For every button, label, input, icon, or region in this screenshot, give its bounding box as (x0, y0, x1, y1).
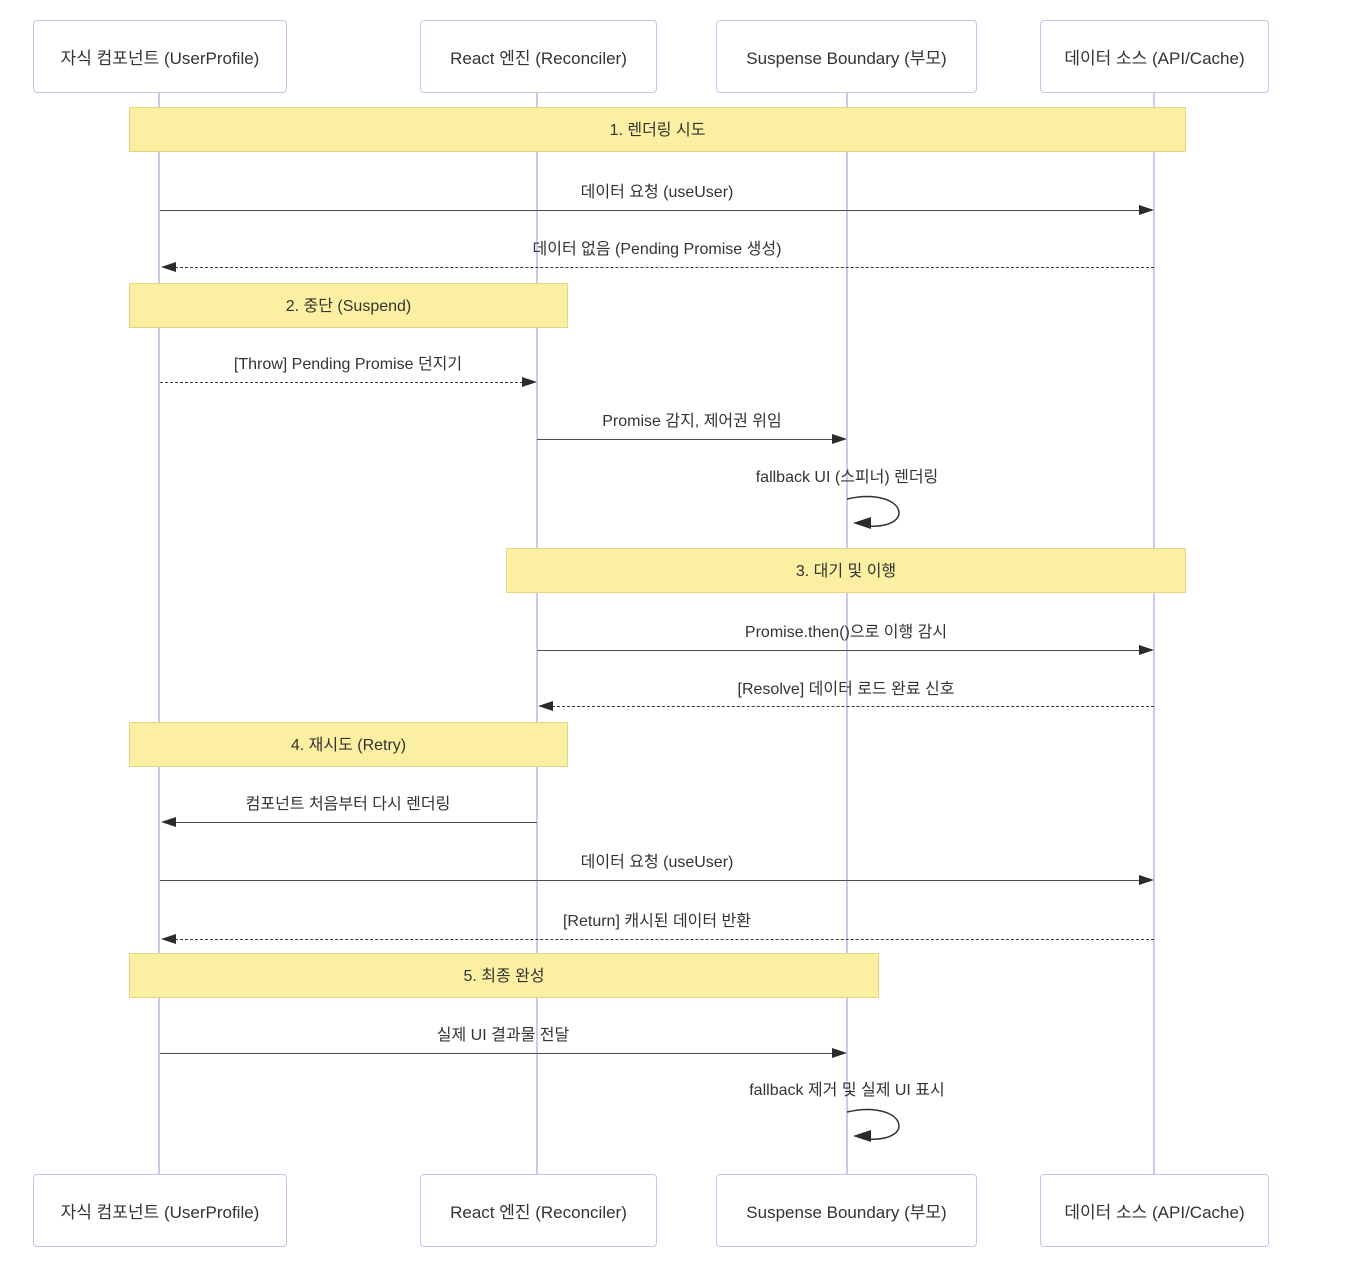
actor-label: React 엔진 (Reconciler) (450, 49, 627, 68)
arrowhead-left-icon (538, 701, 553, 711)
self-loop-icon (846, 495, 900, 529)
message-line (160, 210, 1140, 211)
actor-box-datasource-top: 데이터 소스 (API/Cache) (1040, 20, 1269, 93)
arrowhead-right-icon (832, 434, 847, 444)
message-line (160, 1053, 833, 1054)
arrowhead-right-icon (1139, 205, 1154, 215)
message-line (552, 706, 1154, 707)
actor-label: 데이터 소스 (API/Cache) (1064, 49, 1245, 68)
lifeline-suspense (846, 93, 848, 1174)
section-note-2: 2. 중단 (Suspend) (129, 283, 568, 328)
actor-label: 자식 컴포넌트 (UserProfile) (60, 1203, 260, 1222)
message-label: [Resolve] 데이터 로드 완료 신호 (737, 681, 955, 698)
arrowhead-right-icon (1139, 645, 1154, 655)
actor-box-react-top: React 엔진 (Reconciler) (420, 20, 657, 93)
actor-label: 자식 컴포넌트 (UserProfile) (60, 49, 260, 68)
arrowhead-right-icon (1139, 875, 1154, 885)
message-label: 데이터 요청 (useUser) (580, 184, 734, 201)
section-note-4: 4. 재시도 (Retry) (129, 722, 568, 767)
message-label: Promise 감지, 제어권 위임 (602, 413, 782, 430)
lifeline-child (158, 93, 160, 1174)
message-label: fallback UI (스피너) 렌더링 (755, 469, 939, 486)
message-line (175, 939, 1154, 940)
lifeline-datasource (1153, 93, 1155, 1174)
section-label: 4. 재시도 (Retry) (290, 737, 407, 754)
message-label: 데이터 요청 (useUser) (580, 854, 734, 871)
actor-label: Suspense Boundary (부모) (746, 1203, 947, 1222)
section-label: 2. 중단 (Suspend) (285, 298, 412, 315)
arrowhead-right-icon (832, 1048, 847, 1058)
actor-box-suspense-bottom: Suspense Boundary (부모) (716, 1174, 977, 1247)
message-line (175, 267, 1154, 268)
message-line (537, 650, 1140, 651)
section-label: 1. 렌더링 시도 (609, 122, 706, 139)
actor-box-react-bottom: React 엔진 (Reconciler) (420, 1174, 657, 1247)
message-line (160, 382, 523, 383)
section-note-5: 5. 최종 완성 (129, 953, 879, 998)
actor-box-datasource-bottom: 데이터 소스 (API/Cache) (1040, 1174, 1269, 1247)
message-label: 컴포넌트 처음부터 다시 렌더링 (245, 796, 451, 813)
lifeline-react (536, 93, 538, 1174)
message-label: [Throw] Pending Promise 던지기 (233, 356, 463, 373)
actor-label: 데이터 소스 (API/Cache) (1064, 1203, 1245, 1222)
message-label: [Return] 캐시된 데이터 반환 (562, 913, 751, 930)
actor-box-suspense-top: Suspense Boundary (부모) (716, 20, 977, 93)
actor-label: React 엔진 (Reconciler) (450, 1203, 627, 1222)
section-note-1: 1. 렌더링 시도 (129, 107, 1186, 152)
message-label: Promise.then()으로 이행 감시 (744, 624, 948, 641)
actor-box-child-bottom: 자식 컴포넌트 (UserProfile) (33, 1174, 287, 1247)
section-label: 5. 최종 완성 (463, 968, 545, 985)
arrowhead-left-icon (161, 934, 176, 944)
self-loop-icon (846, 1108, 900, 1142)
arrowhead-left-icon (161, 262, 176, 272)
message-label: fallback 제거 및 실제 UI 표시 (749, 1082, 945, 1099)
message-label: 실제 UI 결과물 전달 (436, 1027, 570, 1044)
message-line (160, 880, 1140, 881)
message-line (175, 822, 537, 823)
section-label: 3. 대기 및 이행 (795, 563, 897, 580)
actor-box-child-top: 자식 컴포넌트 (UserProfile) (33, 20, 287, 93)
arrowhead-right-icon (522, 377, 537, 387)
arrowhead-left-icon (161, 817, 176, 827)
message-label: 데이터 없음 (Pending Promise 생성) (532, 241, 782, 258)
section-note-3: 3. 대기 및 이행 (506, 548, 1186, 593)
message-line (537, 439, 833, 440)
actor-label: Suspense Boundary (부모) (746, 49, 947, 68)
